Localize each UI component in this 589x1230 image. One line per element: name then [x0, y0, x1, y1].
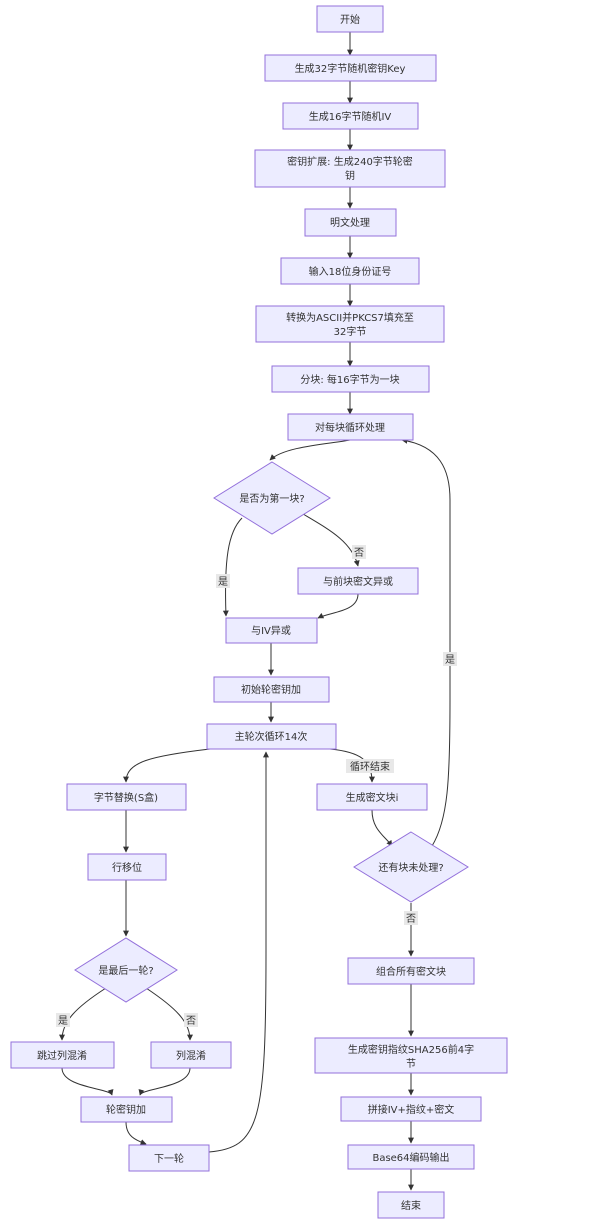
node-skip-mix-columns: 跳过列混淆: [10, 1041, 115, 1069]
edge-label-yes-first: 是: [216, 574, 230, 588]
svg-text:生成密钥指纹SHA256前4字: 生成密钥指纹SHA256前4字: [348, 1043, 474, 1056]
edges: [59, 32, 451, 1191]
svg-text:跳过列混淆: 跳过列混淆: [37, 1049, 87, 1062]
node-sub-bytes: 字节替换(S盒): [66, 783, 187, 811]
node-combine-blocks: 组合所有密文块: [347, 957, 475, 985]
svg-text:是: 是: [445, 654, 455, 666]
svg-text:还有块未处理?: 还有块未处理?: [378, 861, 443, 874]
svg-text:钥: 钥: [345, 169, 355, 182]
node-generate-cipher-block: 生成密文块i: [316, 783, 428, 811]
svg-text:主轮次循环14次: 主轮次循环14次: [235, 730, 308, 743]
svg-text:否: 否: [354, 547, 364, 559]
node-xor-prev-cipher: 与前块密文异或: [297, 567, 419, 595]
edge-label-no-last: 否: [184, 1013, 198, 1027]
edge-skip-roundkey: [61, 1067, 114, 1096]
node-start: 开始: [316, 5, 384, 33]
decision-is-first-block: 是否为第一块?: [213, 461, 331, 535]
svg-text:初始轮密钥加: 初始轮密钥加: [241, 683, 301, 696]
edge-mix-roundkey: [138, 1067, 191, 1096]
svg-text:对每块循环处理: 对每块循环处理: [315, 421, 385, 434]
node-base64-output: Base64编码输出: [347, 1144, 475, 1170]
edge-main-subbytes: [123, 748, 211, 783]
node-mix-columns: 列混淆: [150, 1041, 232, 1069]
decision-more-blocks: 还有块未处理?: [353, 831, 469, 903]
svg-text:是否为第一块?: 是否为第一块?: [239, 492, 304, 505]
edge-xorprev-xoriv: [317, 593, 359, 619]
svg-text:转换为ASCII并PKCS7填充至: 转换为ASCII并PKCS7填充至: [286, 311, 414, 324]
svg-text:下一轮: 下一轮: [154, 1152, 184, 1165]
svg-text:循环结束: 循环结束: [350, 760, 390, 773]
node-key-expansion: 密钥扩展: 生成240字节轮密 钥: [254, 149, 446, 188]
node-end: 结束: [377, 1191, 445, 1219]
node-plaintext: 明文处理: [304, 208, 397, 237]
svg-text:否: 否: [186, 1015, 196, 1027]
edge-loop-isfirst: [269, 439, 351, 461]
svg-text:密钥扩展: 生成240字节轮密: 密钥扩展: 生成240字节轮密: [287, 155, 413, 168]
node-generate-iv: 生成16字节随机IV: [282, 102, 419, 130]
svg-text:与前块密文异或: 与前块密文异或: [323, 575, 393, 588]
node-loop-blocks: 对每块循环处理: [287, 413, 414, 441]
svg-text:输入18位身份证号: 输入18位身份证号: [309, 265, 392, 278]
svg-text:明文处理: 明文处理: [330, 216, 370, 229]
edge-islast-mix: [145, 987, 193, 1041]
svg-text:生成32字节随机密钥Key: 生成32字节随机密钥Key: [295, 62, 406, 75]
edge-label-no-first: 否: [352, 545, 366, 559]
edge-isfirst-xorprev: [302, 513, 360, 567]
svg-text:否: 否: [406, 913, 416, 925]
node-initial-round-key: 初始轮密钥加: [213, 676, 330, 703]
node-next-round: 下一轮: [128, 1144, 210, 1172]
edge-label-yes-more: 是: [443, 652, 457, 666]
svg-text:结束: 结束: [401, 1199, 421, 1212]
node-concat-output: 拼接IV+指纹+密文: [340, 1096, 482, 1122]
edge-label-no-more: 否: [404, 911, 418, 925]
svg-text:组合所有密文块: 组合所有密文块: [376, 965, 446, 978]
edge-next-main: [208, 751, 269, 1153]
svg-text:32字节: 32字节: [334, 325, 367, 338]
edge-label-yes-last: 是: [56, 1013, 70, 1027]
svg-text:是: 是: [218, 576, 228, 588]
svg-text:生成16字节随机IV: 生成16字节随机IV: [309, 110, 392, 123]
edge-islast-skip: [59, 987, 107, 1041]
node-main-rounds: 主轮次循环14次: [206, 723, 337, 750]
svg-text:拼接IV+指纹+密文: 拼接IV+指纹+密文: [368, 1103, 455, 1116]
svg-text:节: 节: [406, 1058, 416, 1070]
edge-label-loop-end: 循环结束: [346, 759, 394, 773]
svg-text:轮密钥加: 轮密钥加: [106, 1103, 146, 1116]
node-key-fingerprint: 生成密钥指纹SHA256前4字 节: [314, 1037, 508, 1074]
node-add-round-key: 轮密钥加: [80, 1096, 173, 1123]
decision-is-last-round: 是最后一轮?: [74, 937, 178, 1003]
svg-text:是最后一轮?: 是最后一轮?: [98, 964, 153, 977]
edge-isfirst-xoriv: [222, 517, 243, 617]
node-ascii-pkcs7: 转换为ASCII并PKCS7填充至 32字节: [255, 305, 445, 343]
node-generate-key: 生成32字节随机密钥Key: [264, 54, 437, 82]
svg-text:与IV异或: 与IV异或: [251, 625, 291, 637]
edge-main-gencipher: [329, 748, 375, 783]
svg-text:字节替换(S盒): 字节替换(S盒): [94, 791, 158, 804]
edge-more-loop: [401, 437, 451, 847]
svg-text:列混淆: 列混淆: [176, 1049, 206, 1062]
edge-roundkey-next: [125, 1121, 147, 1145]
node-input-id: 输入18位身份证号: [280, 257, 420, 285]
svg-text:生成密文块i: 生成密文块i: [346, 791, 399, 804]
svg-text:Base64编码输出: Base64编码输出: [372, 1151, 449, 1164]
svg-text:分块: 每16字节为一块: 分块: 每16字节为一块: [300, 373, 399, 386]
svg-text:行移位: 行移位: [112, 861, 142, 874]
svg-text:是: 是: [58, 1015, 68, 1027]
node-xor-iv: 与IV异或: [225, 617, 318, 644]
node-shift-rows: 行移位: [87, 853, 167, 881]
svg-text:开始: 开始: [340, 13, 360, 26]
node-split-blocks: 分块: 每16字节为一块: [271, 365, 430, 393]
edge-gencipher-more: [371, 809, 393, 847]
